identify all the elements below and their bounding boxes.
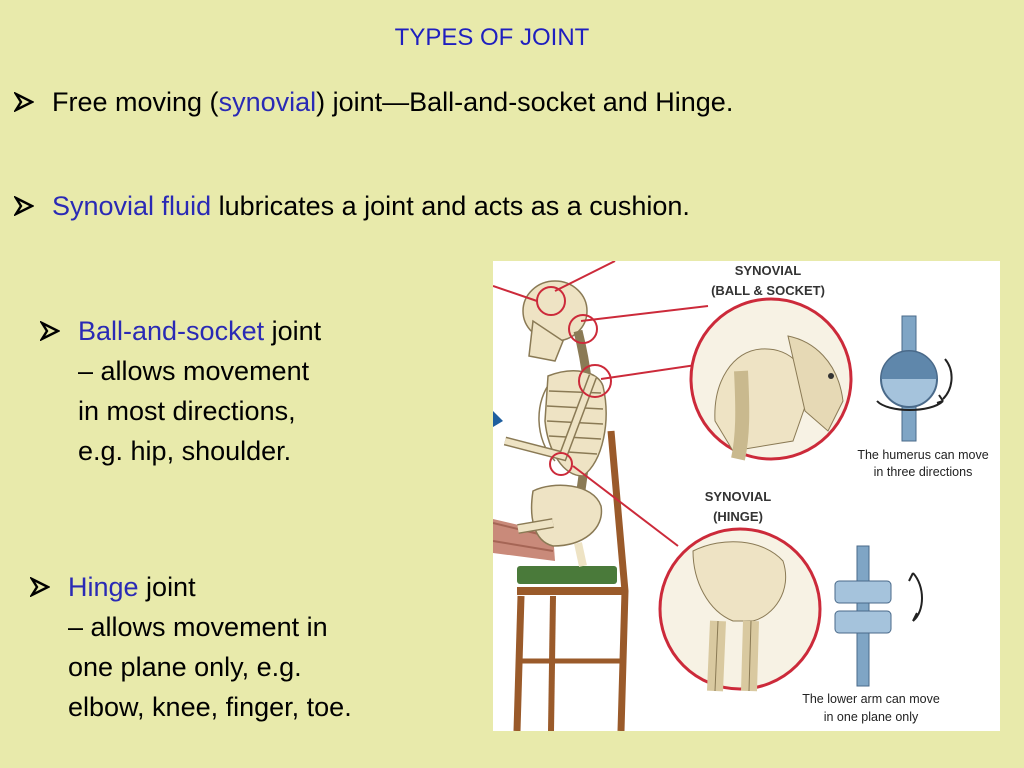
ball-socket-line: e.g. hip, shoulder. bbox=[78, 436, 292, 466]
hinge-zoom bbox=[658, 527, 822, 692]
hinge-caption: The lower arm can move bbox=[802, 692, 940, 706]
ball-socket-label: SYNOVIAL bbox=[735, 263, 802, 278]
arrow-bullet-icon bbox=[40, 311, 62, 351]
hinge-line: elbow, knee, finger, toe. bbox=[68, 692, 352, 722]
hinge-highlight: Hinge bbox=[68, 572, 139, 602]
ball-socket-highlight: Ball-and-socket bbox=[78, 316, 265, 346]
ball-socket-line: in most directions, bbox=[78, 396, 296, 426]
bullet-synovial-fluid: Synovial fluid lubricates a joint and ac… bbox=[14, 186, 690, 227]
hinge-label: (HINGE) bbox=[713, 509, 763, 524]
bullet-1-post: ) joint—Ball-and-socket and Hinge. bbox=[316, 87, 734, 117]
bullet-free-moving: Free moving (synovial) joint—Ball-and-so… bbox=[14, 82, 733, 123]
arrow-bullet-icon bbox=[14, 82, 36, 122]
bullet-2-post: lubricates a joint and acts as a cushion… bbox=[211, 191, 690, 221]
ball-socket-post: joint bbox=[264, 316, 322, 346]
hinge-caption: in one plane only bbox=[824, 710, 919, 724]
hinge-joint-diagram-icon bbox=[834, 545, 923, 687]
arrow-bullet-icon bbox=[30, 567, 52, 607]
arrow-bullet-icon bbox=[14, 186, 36, 226]
joint-illustration: SYNOVIAL (BALL & SOCKET) The humerus can… bbox=[493, 261, 1000, 731]
ball-socket-caption: in three directions bbox=[874, 465, 973, 479]
hinge-line: one plane only, e.g. bbox=[68, 652, 302, 682]
hinge-line: – allows movement in bbox=[68, 612, 328, 642]
ball-joint-diagram-icon bbox=[876, 315, 953, 442]
hinge-post: joint bbox=[138, 572, 196, 602]
ball-socket-block: Ball-and-socket joint – allows movement … bbox=[40, 311, 321, 471]
bullet-1-highlight: synovial bbox=[218, 87, 317, 117]
slide-title: TYPES OF JOINT bbox=[394, 24, 590, 51]
ball-socket-line: – allows movement bbox=[78, 356, 310, 386]
chair-illustration bbox=[513, 430, 629, 731]
hinge-block: Hinge joint – allows movement in one pla… bbox=[30, 567, 352, 727]
skeleton-illustration bbox=[503, 280, 607, 567]
bullet-2-highlight: Synovial fluid bbox=[52, 191, 212, 221]
ball-socket-label: (BALL & SOCKET) bbox=[711, 283, 825, 298]
hinge-label: SYNOVIAL bbox=[705, 489, 772, 504]
ball-socket-caption: The humerus can move bbox=[857, 448, 988, 462]
hand-icon bbox=[493, 411, 503, 427]
ball-socket-zoom bbox=[689, 297, 853, 461]
bullet-1-pre: Free moving ( bbox=[52, 87, 219, 117]
